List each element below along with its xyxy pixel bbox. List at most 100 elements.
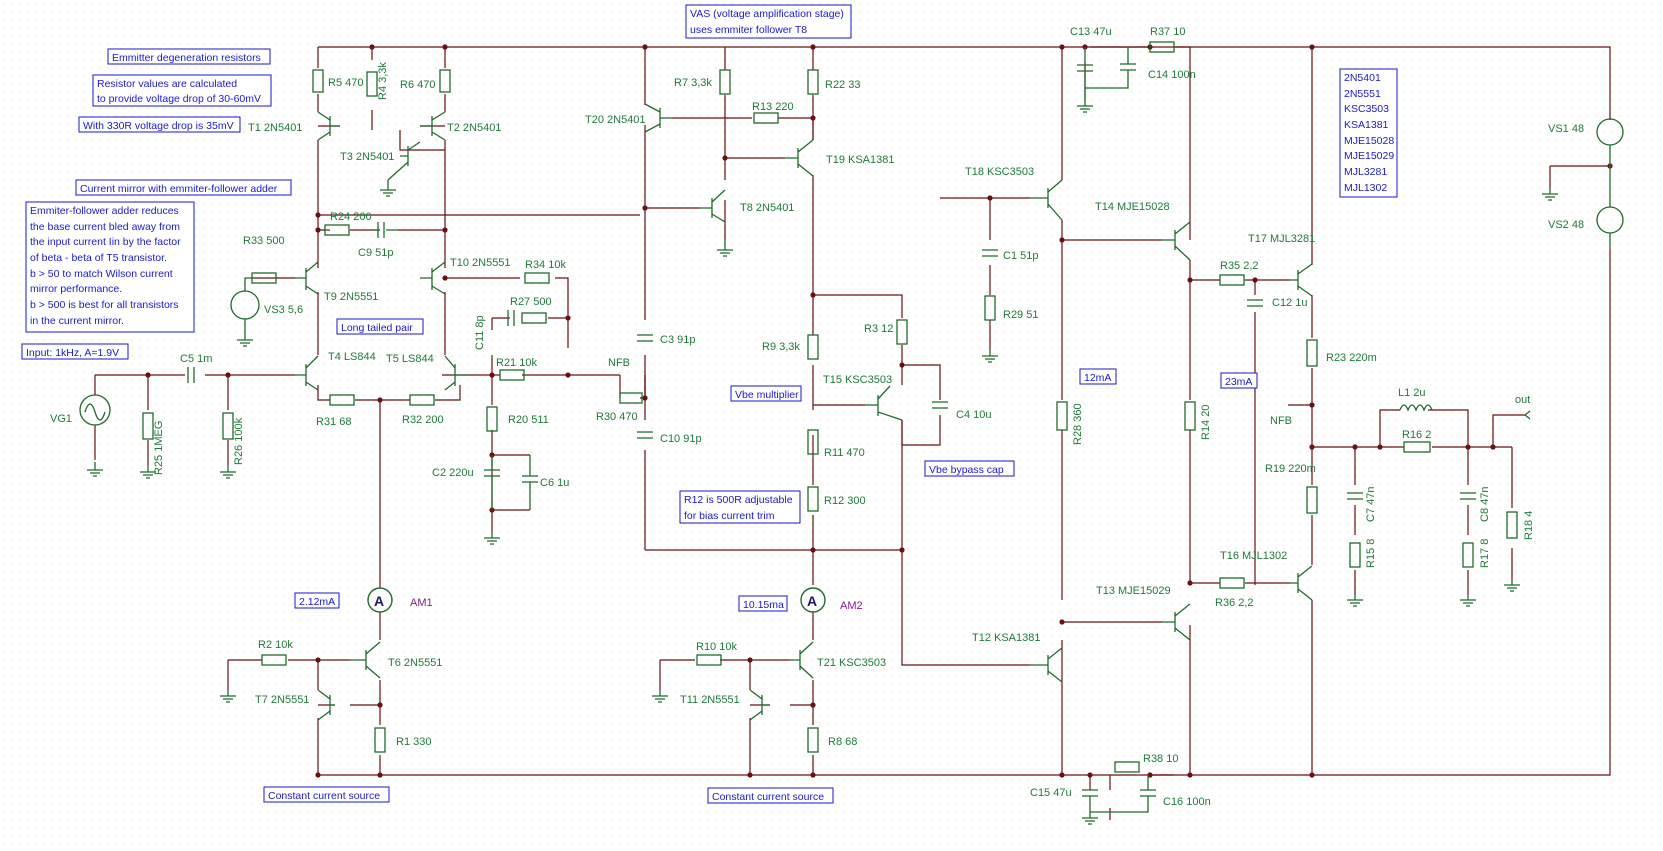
capacitor-c2[interactable] [484,455,500,510]
transistor-t4[interactable] [295,355,319,391]
capacitor-c7[interactable] [1347,492,1363,500]
resistor-r18[interactable] [1506,511,1518,539]
resistor-r17[interactable] [1462,542,1474,568]
capacitor-c10[interactable] [637,431,653,439]
resistor-r34[interactable] [524,272,550,284]
label-t2: T2 2N5401 [447,122,501,134]
label-r11: R11 470 [824,447,865,459]
resistor-r2[interactable] [261,654,287,666]
capacitor-c13[interactable] [1077,47,1093,100]
transistor-t9[interactable] [295,261,319,295]
transistor-t3[interactable] [387,141,421,181]
transistor-t7[interactable] [317,689,335,721]
capacitor-c15[interactable] [1082,789,1098,812]
voltage-source-vs3[interactable] [230,277,260,330]
transistor-t10[interactable] [420,261,446,295]
note-ccs-right: Constant current source [707,787,834,804]
resistor-r13[interactable] [753,112,779,124]
label-t1: T1 2N5401 [248,122,302,134]
resistor-r11[interactable] [807,429,819,455]
transistor-t21[interactable] [790,641,814,679]
resistor-r5[interactable] [312,69,324,93]
transistor-t19[interactable] [785,139,814,177]
resistor-r6[interactable] [439,69,451,93]
resistor-r23[interactable] [1306,339,1318,367]
resistor-r21[interactable] [499,369,525,381]
resistor-r15[interactable] [1349,542,1361,568]
resistor-r38[interactable] [1114,761,1140,773]
resistor-r22[interactable] [807,69,819,95]
voltage-source-vs2[interactable] [1596,166,1624,250]
resistor-r4[interactable] [366,71,378,97]
resistor-r32[interactable] [409,394,435,406]
resistor-r20[interactable] [486,406,498,432]
capacitor-c1[interactable] [982,249,998,257]
svg-text:Input: 1kHz, A=1.9V: Input: 1kHz, A=1.9V [26,347,119,359]
resistor-r28[interactable] [1056,401,1068,431]
capacitor-c5[interactable] [187,367,195,383]
resistor-r9[interactable] [807,334,819,360]
resistor-r36[interactable] [1219,577,1245,589]
transistor-t1[interactable] [317,111,340,141]
transistor-t2[interactable] [420,111,446,141]
resistor-r14[interactable] [1184,401,1196,431]
voltage-source-vs1[interactable] [1596,118,1624,166]
ammeter-am2[interactable]: A [800,587,826,613]
resistor-r3[interactable] [896,319,908,345]
label-r19: R19 220m [1265,463,1316,475]
transistor-t17[interactable] [1290,263,1313,297]
sources [79,118,1624,426]
transistor-t5[interactable] [444,355,468,391]
resistor-r30[interactable] [619,392,643,404]
label-t8: T8 2N5401 [740,202,794,214]
label-r3: R3 12 [864,323,893,335]
resistor-r1[interactable] [374,727,386,753]
capacitor-c8[interactable] [1460,492,1476,500]
capacitor-c12[interactable] [1247,299,1263,307]
resistor-r12[interactable] [807,486,819,512]
resistor-r37[interactable] [1149,41,1175,53]
output-terminal[interactable] [1524,410,1531,420]
svg-text:Vbe multiplier: Vbe multiplier [735,389,799,401]
capacitor-c14[interactable] [1085,47,1136,89]
svg-text:MJE15029: MJE15029 [1344,150,1394,162]
resistor-r29[interactable] [984,295,996,321]
capacitor-c16[interactable] [1090,775,1156,813]
resistor-r24[interactable] [324,224,350,236]
inductor-l1[interactable] [1399,404,1433,412]
transistor-t11[interactable] [749,689,770,721]
resistor-r8[interactable] [807,727,819,753]
resistor-r31[interactable] [329,394,355,406]
capacitor-c11[interactable] [507,310,515,326]
label-r25: R25 1MEG [153,421,165,475]
signal-generator-vg1[interactable] [79,394,111,426]
label-c15: C15 47u [1030,787,1072,799]
resistor-r26[interactable] [222,412,234,440]
transistor-t14[interactable] [1162,221,1191,261]
resistor-r35[interactable] [1219,274,1245,286]
transistor-t18[interactable] [1030,179,1063,221]
svg-text:the base current bled away fro: the base current bled away from [30,221,180,233]
resistor-r19[interactable] [1306,486,1318,514]
resistor-r25[interactable] [142,412,154,440]
resistor-r10[interactable] [696,654,722,666]
capacitor-c6[interactable] [522,455,538,510]
transistor-t12[interactable] [1030,647,1063,683]
resistor-r16[interactable] [1403,441,1431,453]
capacitor-c4[interactable] [932,401,948,409]
transistor-t13[interactable] [1162,603,1191,641]
ammeter-am1[interactable]: A [367,587,393,613]
transistor-t20[interactable] [644,103,672,133]
capacitor-c3[interactable] [637,334,653,342]
svg-text:A: A [374,593,384,609]
svg-text:10.15ma: 10.15ma [743,599,784,611]
label-am1: AM1 [410,597,433,609]
transistor-t8[interactable] [700,189,726,223]
resistor-r7[interactable] [719,69,731,95]
label-t19: T19 KSA1381 [826,154,895,166]
capacitor-c9[interactable] [376,222,398,238]
resistor-r27[interactable] [521,312,547,324]
transistor-t15[interactable] [865,385,903,421]
transistor-t16[interactable] [1290,565,1313,601]
transistor-t6[interactable] [350,641,381,679]
